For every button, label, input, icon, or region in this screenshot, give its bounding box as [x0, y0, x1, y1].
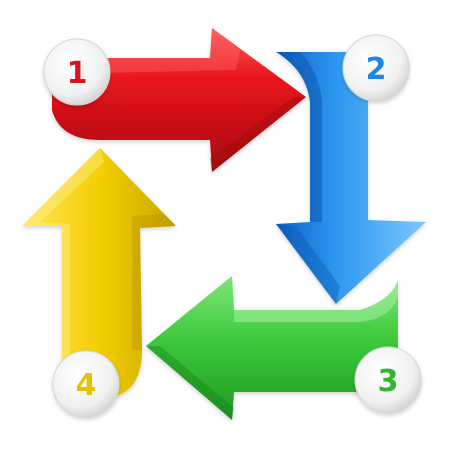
arrow-step-3 [146, 276, 398, 420]
step-badge-2: 2 [342, 34, 410, 102]
step-number-3: 3 [378, 364, 399, 399]
step-badge-3: 3 [354, 346, 422, 414]
step-number-2: 2 [366, 52, 387, 87]
step-badge-4: 4 [52, 350, 120, 418]
arrow-step-4 [22, 148, 176, 396]
step-number-1: 1 [67, 56, 88, 91]
arrow-step-2 [276, 52, 426, 304]
step-number-4: 4 [76, 368, 97, 403]
step-badge-1: 1 [43, 38, 111, 106]
